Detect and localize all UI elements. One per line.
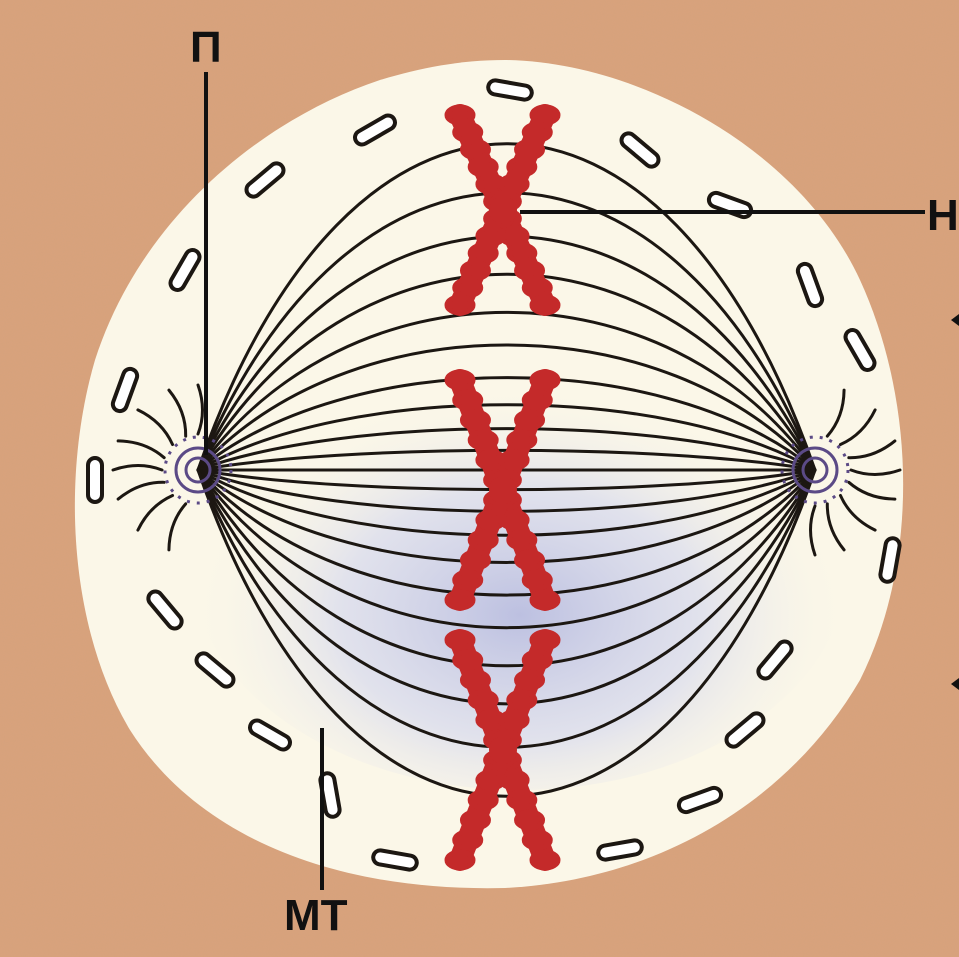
- chromosome-middle-centromere: [489, 476, 517, 504]
- label-bottom: МТ: [284, 891, 348, 940]
- label-top: П: [190, 23, 222, 72]
- organelle: [88, 458, 102, 502]
- label-right: Н: [927, 191, 959, 240]
- chromosome-top-centromere: [489, 196, 517, 224]
- chromosome-bottom-centromere: [489, 736, 517, 764]
